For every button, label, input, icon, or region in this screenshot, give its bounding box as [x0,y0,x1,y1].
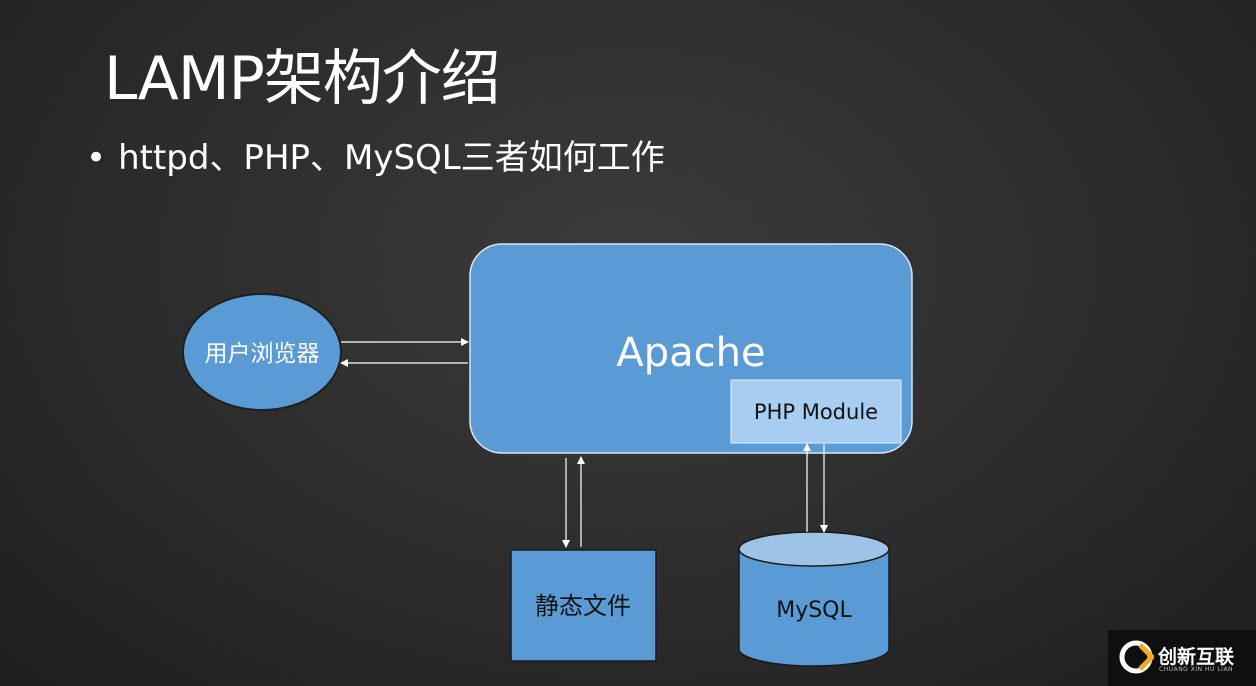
php-module-node [730,379,902,444]
brand-logo-icon [1119,640,1154,674]
brand-name: 创新互联 [1158,646,1235,668]
bullet-item: • httpd、PHP、MySQL三者如何工作 [86,130,665,179]
php-module-label: PHP Module [754,400,878,424]
slide-title: LAMP架构介绍 [104,44,501,114]
brand-watermark: 创新互联 CHUANG XIN HU LIAN [1108,630,1256,686]
bullet-text: httpd、PHP、MySQL三者如何工作 [118,138,665,178]
static-files-label: 静态文件 [535,592,631,620]
mysql-label: MySQL [776,598,852,623]
static-files-node [510,549,657,662]
browser-label: 用户浏览器 [205,341,320,367]
browser-node [182,293,342,411]
mysql-cylinder-top [738,531,890,567]
mysql-cylinder-body [738,548,890,667]
bullet-dot-icon: • [86,138,107,178]
brand-subtitle: CHUANG XIN HU LIAN [1159,666,1234,673]
apache-label: Apache [616,330,765,376]
